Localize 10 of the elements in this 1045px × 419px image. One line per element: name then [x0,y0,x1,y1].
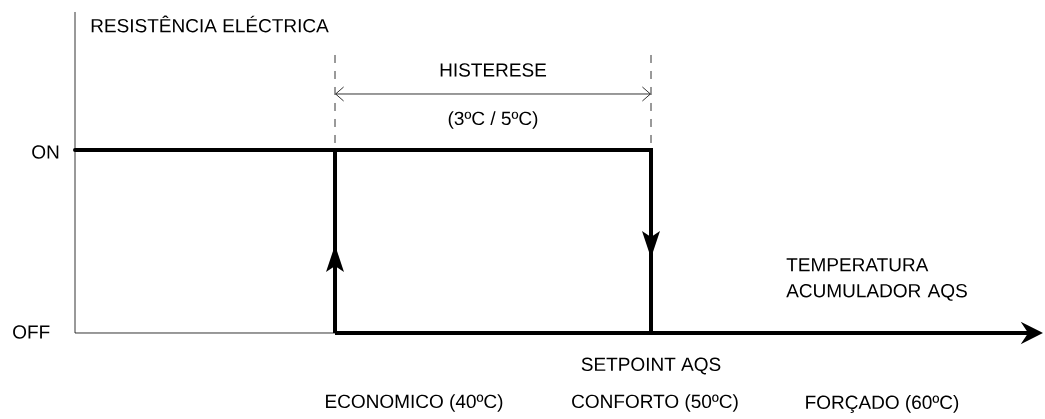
mode-label: ECONOMICO (40ºC) [326,394,503,412]
axis-note: SETPOINT AQS [581,357,721,375]
level-label: OFF [13,325,50,339]
axis-title: RESISTÊNCIA ELÉCTRICA [91,15,329,33]
dimension-label: HISTERESE [440,63,547,77]
mode-label: CONFORTO (50ºC) [572,394,738,412]
level-label: ON [32,145,59,159]
mode-label: FORÇADO (60ºC) [806,395,959,413]
dimension-value: (3ºC / 5ºC) [448,111,538,129]
axis-title: TEMPERATURA ACUMULADOR AQS [786,258,967,301]
